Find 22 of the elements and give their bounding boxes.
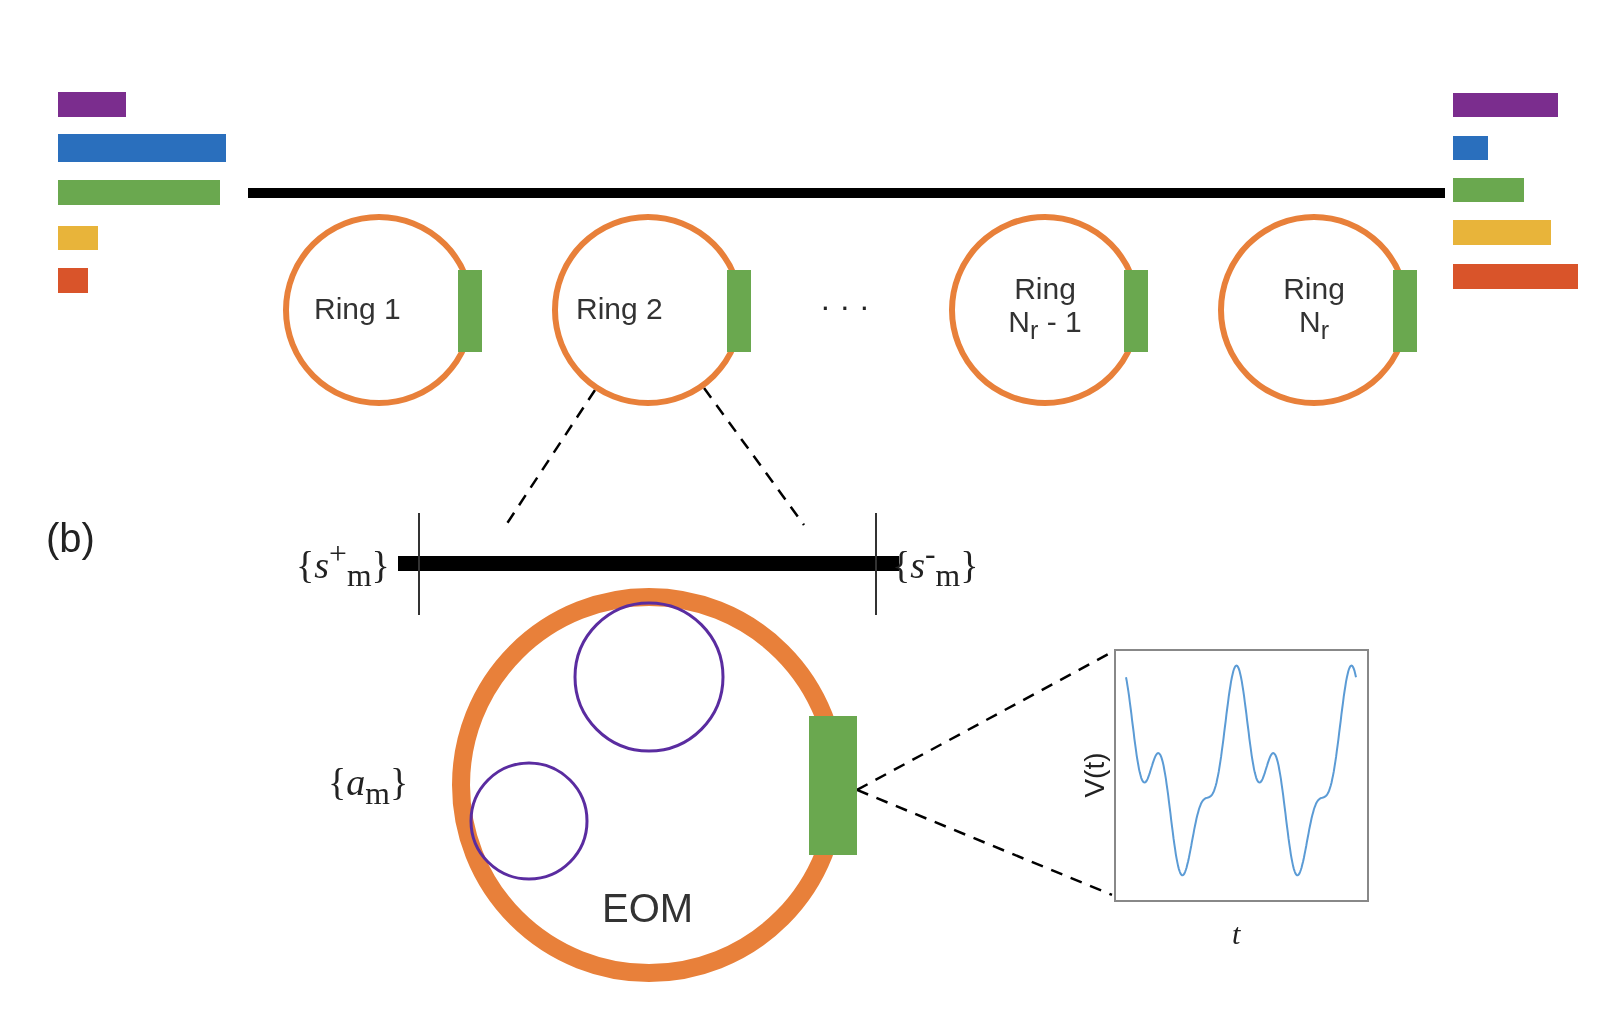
axis-label: V(t) <box>1080 752 1109 798</box>
ring-label: Ring N$_{r}$ - 1 <box>1007 272 1083 345</box>
port-field-label: {s$^{-}$$_{m}$} <box>892 538 979 592</box>
device-label: EOM <box>602 886 694 930</box>
ellipsis-dots: · · · <box>820 290 870 322</box>
inner-ring <box>573 601 725 753</box>
modulator-block <box>1124 270 1148 352</box>
inner-ring <box>469 761 589 881</box>
axis-label: t <box>1232 919 1241 949</box>
modulator-block <box>727 270 751 352</box>
modulator-block <box>809 716 857 855</box>
port-field-label: {s$^{+}$$_{m}$} <box>296 538 390 592</box>
ring-label: Ring 1 <box>314 292 401 325</box>
mode-amplitude-label: {a$_{m}$} <box>328 763 409 810</box>
dashed-zoom-line <box>856 788 1113 897</box>
panel-label: (b) <box>46 518 95 558</box>
dashed-zoom-line <box>504 389 597 526</box>
ring-label: Ring N$_{r}$ <box>1282 272 1346 345</box>
modulator-block <box>458 270 482 352</box>
ring-label: Ring 2 <box>576 292 663 325</box>
modulator-block <box>1393 270 1417 352</box>
dashed-zoom-line <box>703 387 805 526</box>
